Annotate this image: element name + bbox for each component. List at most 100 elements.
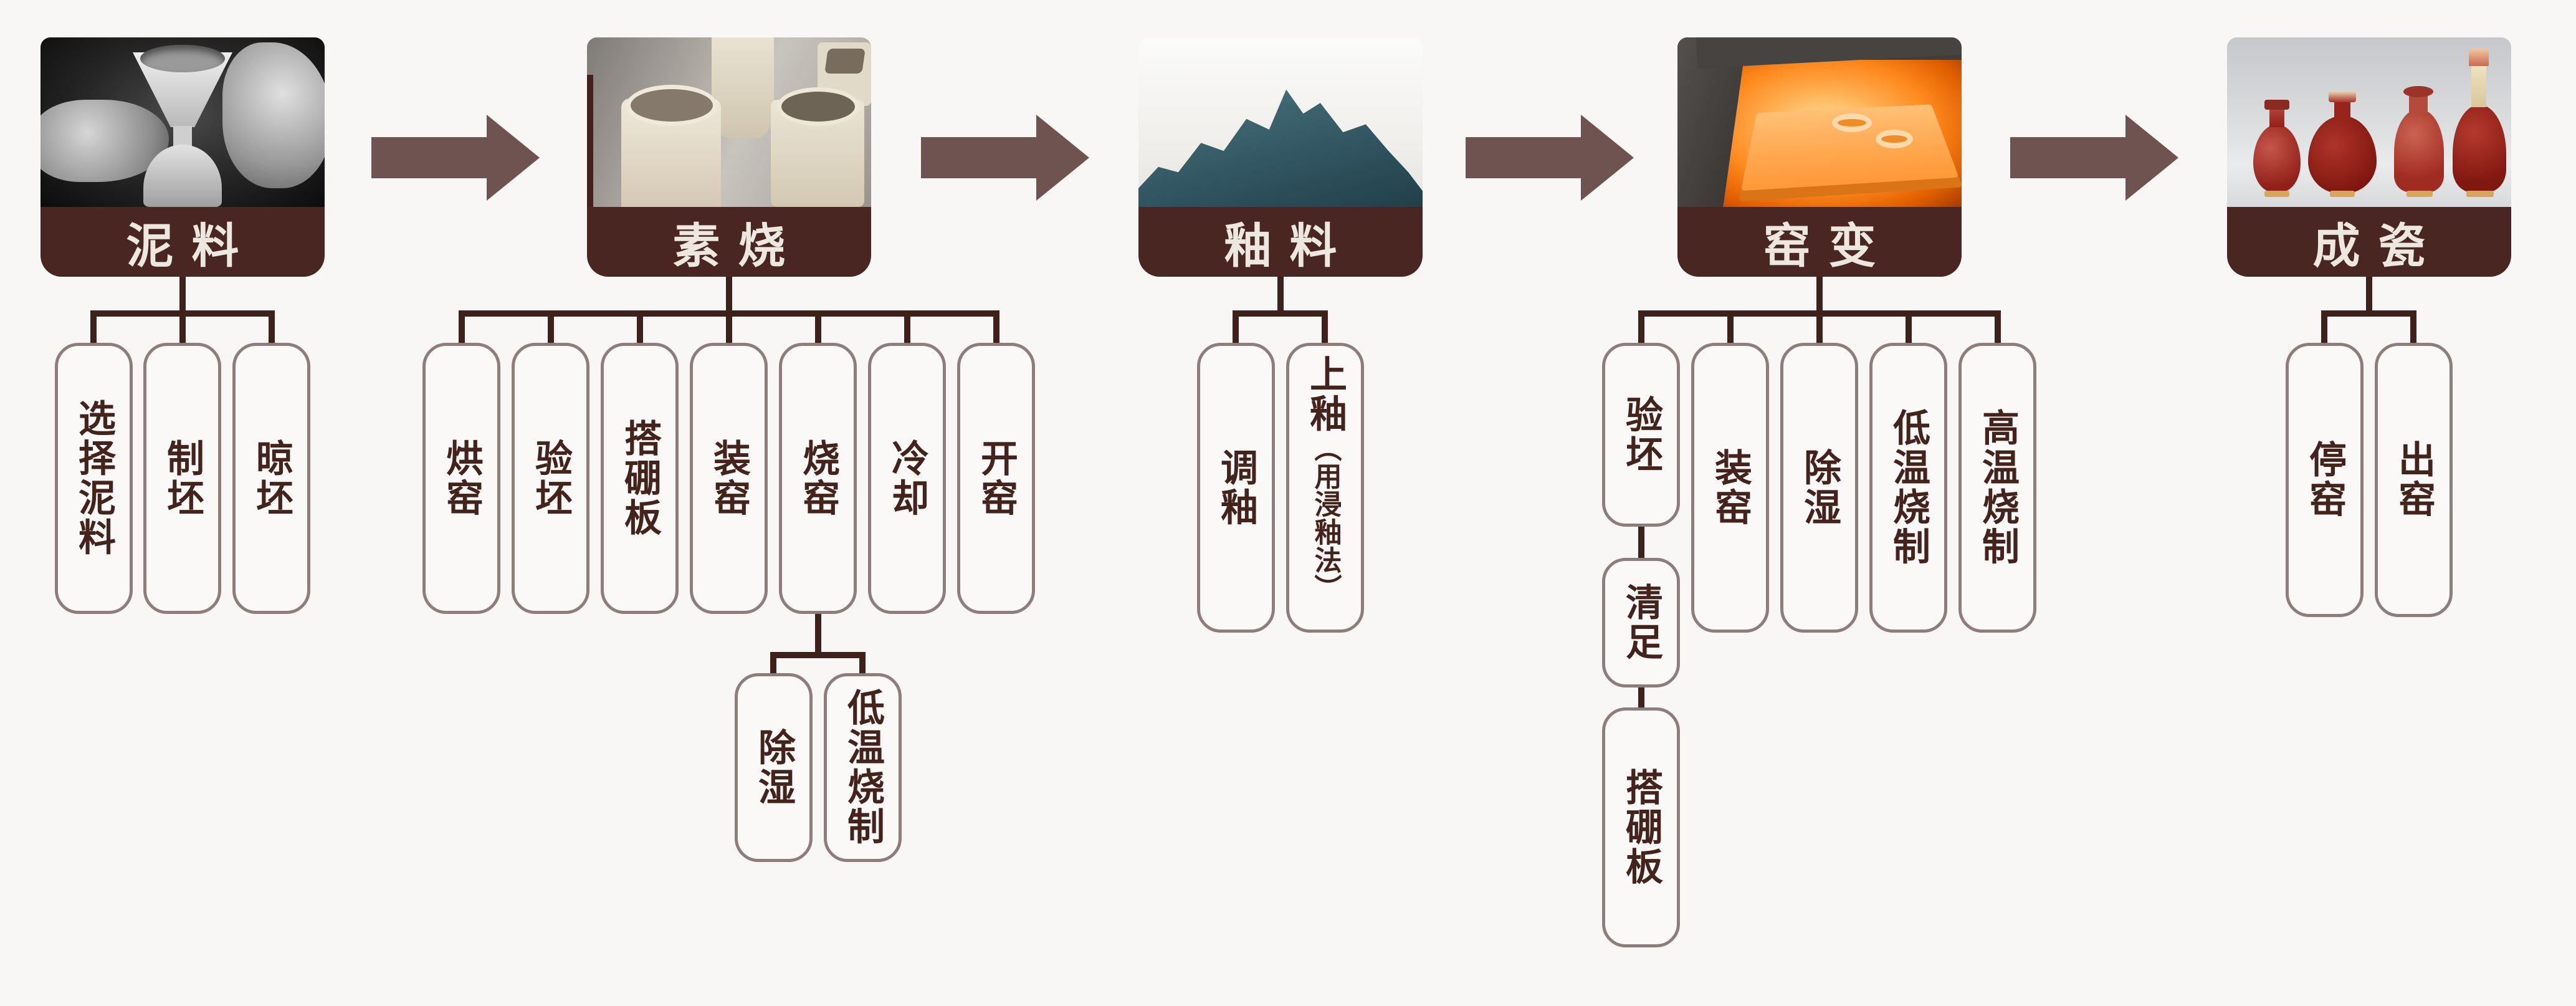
connector-line (859, 658, 866, 673)
flow-arrow-icon (371, 115, 540, 201)
red-vase-shape (2394, 110, 2444, 192)
vase-foot-shape (2330, 191, 2355, 197)
red-porcelain-vases-photo (2227, 37, 2511, 207)
pottery-wheel-hands-photo (41, 37, 325, 207)
connector-line (1638, 687, 1644, 707)
connector-line (637, 317, 643, 343)
box-dehumidify-2: 除湿 (1780, 343, 1858, 633)
box-set-shelf: 搭硼板 (601, 343, 679, 614)
box-stop-kiln: 停窑 (2286, 343, 2364, 617)
connector-line (770, 658, 776, 673)
connector-line (269, 317, 275, 343)
box-label: 搭硼板 (621, 419, 659, 538)
box-inspect-blank-2: 验坯 (1602, 343, 1680, 527)
connector-line (815, 317, 821, 343)
box-inspect-blank: 验坯 (512, 343, 589, 614)
box-high-temp-firing: 高温烧制 (1958, 343, 2036, 633)
stage-title-bisque-firing: 素烧 (587, 207, 871, 277)
vase-neck-shape (2269, 107, 2284, 127)
connector-line (726, 277, 732, 310)
connector-line (1638, 310, 2001, 317)
photo-edge-shape (587, 75, 593, 207)
stage-title-label: 素烧 (655, 208, 804, 276)
connector-line (1277, 277, 1284, 310)
connector-line (548, 317, 554, 343)
connector-line (1638, 527, 1644, 558)
box-label: 装窑 (710, 439, 748, 518)
connector-line (179, 317, 186, 343)
box-label-note: （用浸釉法） (1310, 434, 1342, 601)
vase-lip-shape (2469, 49, 2489, 66)
arrow-tail (371, 137, 487, 178)
connector-line (459, 317, 465, 343)
stage-title-label: 泥料 (108, 208, 257, 276)
box-fire-kiln: 烧窑 (779, 343, 857, 614)
flow-arrow-icon (2010, 115, 2178, 201)
stage-title-glaze: 釉料 (1138, 207, 1423, 277)
hand-shape (222, 42, 325, 188)
box-form-blank: 制坯 (143, 343, 221, 614)
connector-line (726, 317, 732, 343)
box-load-kiln-2: 装窑 (1691, 343, 1769, 633)
box-dry-blank: 晾坯 (232, 343, 310, 614)
box-label: 除湿 (1801, 448, 1838, 527)
box-cooling: 冷却 (868, 343, 946, 614)
box-low-temp-firing-2: 低温烧制 (1869, 343, 1947, 633)
kiln-ring-shape (1832, 113, 1872, 132)
box-heat-kiln: 烘窑 (422, 343, 500, 614)
box-label: 验坯 (1623, 395, 1660, 474)
vase-lip-shape (2264, 100, 2289, 110)
box-label: 装窑 (1712, 448, 1749, 527)
arrow-tail (2010, 137, 2126, 178)
arrow-head (2125, 115, 2178, 201)
connector-line (179, 277, 186, 310)
stage-title-kiln-transformation: 窑变 (1677, 207, 1962, 277)
vase-lip-shape (2329, 91, 2356, 102)
arrow-head (1036, 115, 1089, 201)
flow-arrow-icon (1466, 115, 1634, 201)
box-label: 停窑 (2306, 440, 2344, 519)
connector-line (770, 652, 866, 658)
bisque-vase-shape (712, 37, 774, 138)
connector-line (1233, 317, 1239, 343)
arrow-tail (921, 137, 1037, 178)
stage-title-clay: 泥料 (41, 207, 325, 277)
box-label-main: 上釉 (1304, 355, 1347, 434)
arrow-head (1581, 115, 1634, 201)
box-label: 调釉 (1218, 448, 1255, 527)
box-open-kiln: 开窑 (957, 343, 1035, 614)
red-vase-shape (2308, 116, 2377, 193)
box-label: 烧窑 (799, 439, 837, 518)
bisque-vase-mouth-shape (777, 87, 859, 126)
connector-line (1816, 277, 1823, 310)
connector-line (904, 317, 910, 343)
stage-title-finished-porcelain: 成瓷 (2227, 207, 2511, 277)
box-label: 冷却 (889, 439, 926, 518)
clay-stem-shape (173, 126, 192, 146)
box-label: 低温烧制 (844, 688, 882, 846)
vase-neck-shape (2471, 65, 2486, 107)
connector-line (2366, 277, 2372, 310)
box-set-shelf-2: 搭硼板 (1602, 707, 1680, 947)
red-vase-shape (2253, 125, 2301, 192)
connector-line (90, 317, 97, 343)
connector-line (1233, 310, 1328, 317)
bisque-ware-photo (587, 37, 871, 207)
vase-neck-shape (2334, 100, 2350, 120)
flow-arrow-icon (921, 115, 1089, 201)
box-label: 选择泥料 (75, 399, 113, 557)
box-label: 高温烧制 (1979, 408, 2016, 567)
connector-line (1322, 317, 1328, 343)
box-label: 清足 (1623, 583, 1660, 662)
arrow-head (487, 115, 540, 201)
connector-line (90, 310, 275, 317)
box-label: 出窑 (2395, 440, 2433, 519)
box-label: 开窑 (978, 439, 1015, 518)
bisque-vase-mouth-shape (626, 85, 717, 126)
connector-line (2321, 317, 2327, 343)
connector-line (1816, 317, 1823, 343)
arrow-tail (1466, 137, 1581, 178)
connector-line (2410, 317, 2416, 343)
box-label: 烘窑 (443, 439, 480, 518)
